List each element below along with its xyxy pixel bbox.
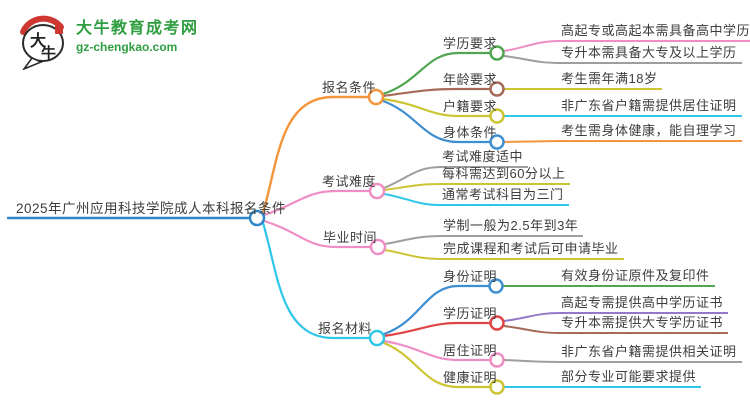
leaf-item[interactable]: 部分专业可能要求提供 (560, 370, 702, 388)
edge-branch-application-materials (261, 221, 372, 340)
node-education-proof[interactable]: 学历证明 (443, 306, 498, 321)
edge-leaf (503, 55, 561, 64)
node-residence-proof[interactable]: 居住证明 (443, 343, 498, 358)
leaf-item[interactable]: 完成课程和考试后可申请毕业 (442, 242, 624, 260)
node-circle-residency-requirement[interactable] (489, 108, 505, 124)
edge-leaf (384, 249, 443, 260)
branch-graduation-time[interactable]: 毕业时间 (323, 230, 378, 245)
edge-residency-requirement (381, 97, 492, 118)
node-circle-exam-difficulty[interactable] (368, 182, 386, 200)
leaf-item[interactable]: 学制一般为2.5年到3年 (442, 219, 584, 237)
leaf-item[interactable]: 有效身份证原件及复印件 (560, 269, 715, 287)
node-age-requirement[interactable]: 年龄要求 (443, 72, 498, 87)
leaf-item[interactable]: 考试难度适中 (441, 150, 529, 168)
edge-health-proof (382, 341, 492, 389)
logo-bubble-tail (22, 57, 44, 70)
node-identity-proof[interactable]: 身份证明 (443, 269, 498, 284)
edge-branch-exam-difficulty (262, 189, 372, 217)
branch-enrollment-conditions[interactable]: 报名条件 (322, 80, 377, 95)
edge-education-requirement (381, 51, 492, 96)
edge-residence-proof (382, 339, 492, 362)
site-logo[interactable]: 大 牛 大牛教育成考网 gz-chengkao.com (16, 12, 199, 70)
leaf-item[interactable]: 高起专或高起本需具备高中学历 (560, 24, 750, 42)
leaf-item[interactable]: 专升本需提供大专学历证书 (560, 316, 729, 334)
node-circle-health-proof[interactable] (489, 379, 505, 395)
edge-identity-proof (382, 284, 491, 336)
edge-leaf (384, 235, 443, 245)
edge-leaf (383, 183, 442, 191)
edge-leaf (383, 193, 442, 206)
logo-char-niu: 牛 (41, 44, 56, 62)
edge-branch-enrollment-conditions (261, 95, 371, 215)
leaf-item[interactable]: 专升本需具备大专及以上学历 (560, 46, 742, 64)
node-circle-application-materials[interactable] (368, 329, 386, 347)
node-circle-residence-proof[interactable] (489, 352, 505, 368)
edge-leaf (503, 312, 561, 322)
leaf-item[interactable]: 通常考试科目为三门 (441, 188, 569, 206)
branch-application-materials[interactable]: 报名材料 (318, 321, 373, 336)
node-circle-graduation-time[interactable] (369, 238, 387, 256)
edge-education-proof (382, 321, 492, 338)
edge-leaf (503, 140, 561, 143)
leaf-item[interactable]: 每科需达到60分以上 (441, 167, 571, 185)
logo-char-da: 大 (30, 31, 46, 50)
logo-red-arc (20, 15, 64, 35)
edge-leaf (383, 166, 442, 189)
edge-leaf (503, 40, 561, 52)
root-node-label[interactable]: 2025年广州应用科技学院成人本科报名条件 (16, 201, 287, 216)
leaf-item[interactable]: 非广东省户籍需提供相关证明 (560, 345, 742, 363)
node-circle-health-condition[interactable] (489, 134, 505, 150)
edge-leaf (503, 325, 561, 334)
node-education-requirement[interactable]: 学历要求 (443, 36, 498, 51)
branch-exam-difficulty[interactable]: 考试难度 (322, 174, 377, 189)
logo-url[interactable]: gz-chengkao.com (76, 40, 178, 54)
node-health-proof[interactable]: 健康证明 (443, 370, 498, 385)
leaf-item[interactable]: 考生需身体健康，能自理学习 (560, 124, 742, 142)
node-circle-age-requirement[interactable] (489, 81, 505, 97)
leaf-item[interactable]: 高起专需提供高中学历证书 (560, 296, 729, 314)
logo-seal (55, 24, 63, 34)
node-circle-root[interactable] (248, 209, 266, 227)
leaf-item[interactable]: 非广东省户籍需提供居住证明 (560, 99, 742, 117)
logo-title[interactable]: 大牛教育成考网 (76, 20, 199, 37)
edge-age-requirement (381, 87, 492, 98)
node-circle-identity-proof[interactable] (488, 278, 504, 294)
logo-bubble (22, 24, 64, 62)
leaf-item[interactable]: 考生需年满18岁 (560, 72, 663, 90)
edge-leaf (503, 359, 561, 363)
node-health-condition[interactable]: 身体条件 (443, 125, 498, 140)
edge-branch-graduation-time (262, 219, 373, 249)
node-residency-requirement[interactable]: 户籍要求 (443, 99, 498, 114)
logo-bull-icon: 大 牛 (20, 15, 64, 70)
node-circle-education-requirement[interactable] (489, 45, 505, 61)
node-circle-enrollment-conditions[interactable] (367, 88, 385, 106)
edge-health-condition (381, 99, 492, 144)
node-circle-education-proof[interactable] (489, 315, 505, 331)
